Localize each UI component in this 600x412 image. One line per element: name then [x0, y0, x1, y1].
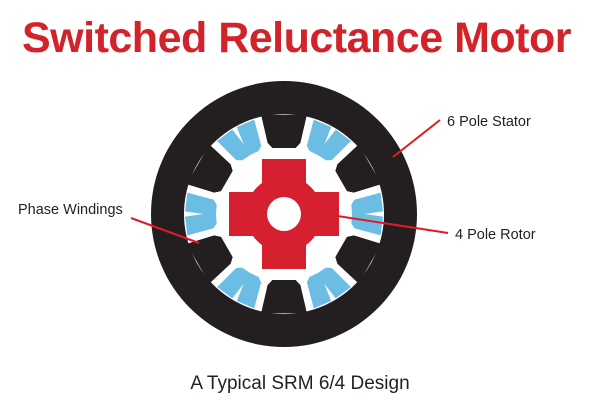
leader-line-windings	[130, 217, 200, 244]
stator-pole-5	[335, 235, 382, 284]
phase-winding-8	[306, 272, 332, 309]
leader-line-rotor	[330, 214, 449, 234]
leader-line-stator	[392, 119, 441, 158]
motor-cross-section	[151, 81, 417, 347]
phase-winding-9	[318, 267, 351, 299]
phase-winding-5	[185, 212, 217, 236]
stator-pole-6	[335, 144, 382, 193]
stator-pole-2	[186, 144, 233, 193]
rotor-pole-4	[284, 192, 339, 236]
phase-winding-6	[217, 267, 250, 299]
callout-label-windings: Phase Windings	[18, 202, 123, 218]
rotor-group	[229, 159, 339, 269]
phase-winding-7	[236, 272, 262, 309]
callout-label-rotor: 4 Pole Rotor	[455, 227, 536, 243]
phase-winding-2	[236, 119, 262, 156]
phase-winding-11	[351, 192, 383, 216]
phase-winding-group	[185, 119, 383, 309]
callout-label-stator: 6 Pole Stator	[447, 114, 531, 130]
figure-caption: A Typical SRM 6/4 Design	[190, 373, 409, 394]
stator-pole-1	[261, 114, 307, 149]
phase-winding-12	[318, 129, 351, 161]
stator-pole-group	[186, 114, 382, 314]
stator-pole-3	[186, 235, 233, 284]
rotor-shaft-hole	[267, 197, 301, 231]
phase-winding-4	[185, 192, 217, 216]
phase-winding-1	[306, 119, 332, 156]
stator-pole-4	[261, 279, 307, 314]
phase-winding-3	[217, 129, 250, 161]
page-title: Switched Reluctance Motor	[22, 14, 572, 62]
